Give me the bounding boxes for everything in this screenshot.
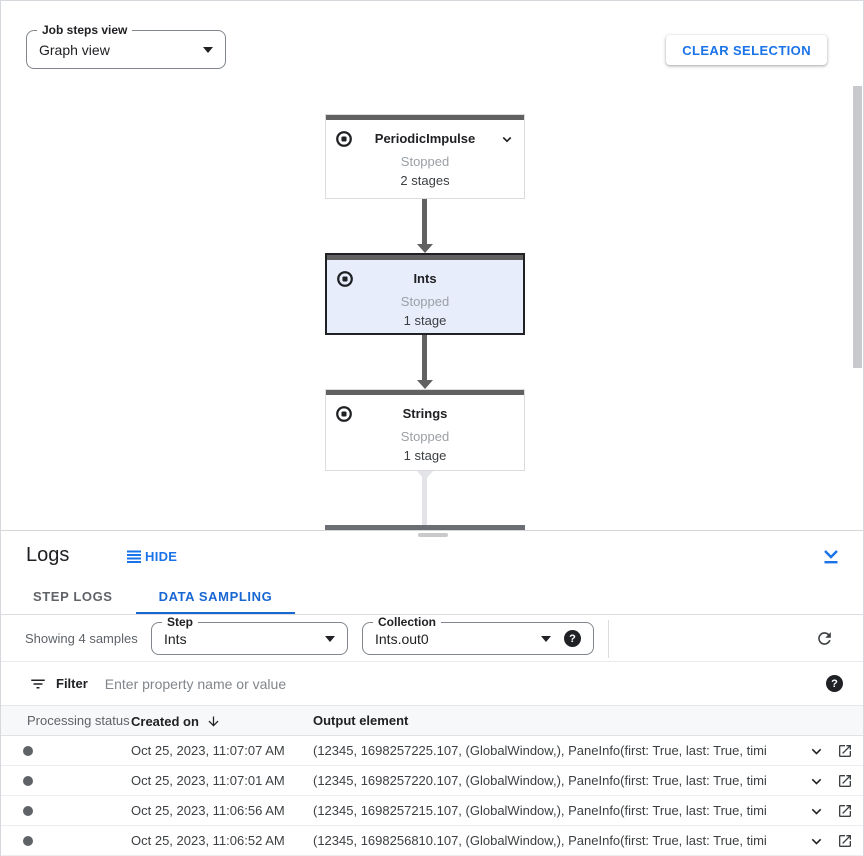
node-title: Strings bbox=[402, 406, 448, 421]
tab-step-logs[interactable]: STEP LOGS bbox=[33, 589, 113, 604]
filter-input[interactable] bbox=[104, 675, 826, 692]
sample-row[interactable]: Oct 25, 2023, 11:06:52 AM (12345, 169825… bbox=[1, 826, 863, 856]
created-on-cell: Oct 25, 2023, 11:06:56 AM bbox=[131, 803, 285, 818]
sample-row[interactable]: Oct 25, 2023, 11:07:07 AM (12345, 169825… bbox=[1, 736, 863, 766]
node-top-bar bbox=[327, 255, 523, 260]
output-element-cell: (12345, 1698257215.107, (GlobalWindow,),… bbox=[313, 803, 767, 818]
column-header-created-on[interactable]: Created on bbox=[131, 706, 221, 736]
stop-circle-icon bbox=[335, 130, 353, 148]
stop-circle-icon bbox=[336, 270, 354, 288]
created-on-cell: Oct 25, 2023, 11:06:52 AM bbox=[131, 833, 285, 848]
sampling-toolbar: Showing 4 samples Step Ints Collection I… bbox=[1, 615, 863, 662]
graph-node-periodicimpulse[interactable]: PeriodicImpulse Stopped 2 stages bbox=[325, 114, 525, 199]
sample-row[interactable]: Oct 25, 2023, 11:07:01 AM (12345, 169825… bbox=[1, 766, 863, 796]
column-header-output-element: Output element bbox=[313, 713, 409, 728]
hide-logs-label: HIDE bbox=[145, 548, 178, 564]
status-dot-icon bbox=[23, 776, 33, 786]
dropdown-arrow-icon bbox=[325, 635, 335, 642]
graph-scrollbar[interactable] bbox=[852, 86, 863, 530]
job-steps-view-value: Graph view bbox=[39, 41, 110, 58]
filter-bar: Filter ? bbox=[1, 662, 863, 706]
open-in-new-button[interactable] bbox=[837, 803, 853, 819]
pipeline-graph: PeriodicImpulse Stopped 2 stages Ints St… bbox=[1, 86, 863, 530]
status-dot-icon bbox=[23, 806, 33, 816]
output-element-cell: (12345, 1698257220.107, (GlobalWindow,),… bbox=[313, 773, 767, 788]
sample-count-text: Showing 4 samples bbox=[25, 631, 138, 646]
sample-row[interactable]: Oct 25, 2023, 11:06:56 AM (12345, 169825… bbox=[1, 796, 863, 826]
collection-select-value: Ints.out0 bbox=[375, 630, 429, 647]
collection-select-label: Collection bbox=[373, 615, 442, 629]
logs-tab-bar: STEP LOGS DATA SAMPLING bbox=[1, 579, 863, 615]
step-select[interactable]: Step Ints bbox=[151, 615, 348, 655]
node-status: Stopped bbox=[400, 154, 450, 169]
help-icon[interactable]: ? bbox=[564, 630, 581, 647]
job-view-toolbar: Job steps view Graph view CLEAR SELECTIO… bbox=[1, 1, 863, 86]
refresh-icon bbox=[815, 629, 834, 648]
graph-edge bbox=[422, 471, 427, 525]
stop-circle-icon bbox=[335, 405, 353, 423]
created-on-cell: Oct 25, 2023, 11:07:07 AM bbox=[131, 743, 285, 758]
node-top-bar bbox=[326, 115, 524, 120]
column-header-processing-status: Processing status bbox=[27, 713, 130, 728]
output-element-cell: (12345, 1698256810.107, (GlobalWindow,),… bbox=[313, 833, 767, 848]
node-stage-count: 1 stage bbox=[403, 448, 447, 463]
hide-logs-icon bbox=[127, 550, 142, 563]
expand-row-button[interactable] bbox=[807, 742, 826, 761]
help-icon[interactable]: ? bbox=[826, 675, 843, 692]
edge-arrowhead-icon bbox=[417, 244, 433, 253]
graph-edge bbox=[422, 199, 427, 244]
expand-row-button[interactable] bbox=[807, 772, 826, 791]
expand-row-button[interactable] bbox=[807, 802, 826, 821]
expand-row-button[interactable] bbox=[807, 832, 826, 851]
graph-node-strings[interactable]: Strings Stopped 1 stage bbox=[325, 389, 525, 471]
open-in-new-button[interactable] bbox=[837, 773, 853, 789]
graph-node-ints[interactable]: Ints Stopped 1 stage bbox=[325, 253, 525, 335]
open-in-new-button[interactable] bbox=[837, 743, 853, 759]
output-element-cell: (12345, 1698257225.107, (GlobalWindow,),… bbox=[313, 743, 767, 758]
graph-edge bbox=[422, 335, 427, 380]
status-dot-icon bbox=[23, 836, 33, 846]
node-stage-count: 1 stage bbox=[403, 313, 447, 328]
node-title: PeriodicImpulse bbox=[374, 131, 476, 146]
graph-scrollbar-thumb[interactable] bbox=[853, 86, 862, 368]
step-select-label: Step bbox=[162, 615, 199, 629]
hide-logs-button[interactable]: HIDE bbox=[127, 544, 177, 568]
logs-header: Logs HIDE bbox=[1, 531, 863, 579]
created-on-cell: Oct 25, 2023, 11:07:01 AM bbox=[131, 773, 285, 788]
refresh-button[interactable] bbox=[814, 628, 835, 649]
graph-node-partial bbox=[325, 525, 525, 530]
collapse-panel-icon bbox=[821, 545, 841, 567]
filter-icon bbox=[29, 675, 47, 693]
node-stage-count: 2 stages bbox=[400, 173, 450, 188]
collection-select[interactable]: Collection Ints.out0 ? bbox=[362, 615, 594, 655]
clear-selection-button[interactable]: CLEAR SELECTION bbox=[666, 35, 827, 65]
job-steps-view-label: Job steps view bbox=[37, 23, 133, 37]
collapse-panel-button[interactable] bbox=[819, 543, 843, 569]
logs-panel: Logs HIDE STEP LOGS DATA SAMPLING Showin… bbox=[1, 530, 863, 856]
dropdown-arrow-icon bbox=[541, 635, 551, 642]
step-select-value: Ints bbox=[164, 630, 187, 647]
dropdown-arrow-icon bbox=[203, 46, 213, 53]
edge-arrowhead-icon bbox=[417, 380, 433, 389]
panel-drag-handle[interactable] bbox=[418, 533, 448, 537]
job-steps-view-select[interactable]: Job steps view Graph view bbox=[26, 23, 226, 69]
chevron-down-icon[interactable] bbox=[498, 130, 516, 148]
node-status: Stopped bbox=[400, 294, 450, 309]
logs-panel-title: Logs bbox=[26, 544, 70, 566]
sort-descending-icon[interactable] bbox=[206, 714, 221, 729]
filter-label: Filter bbox=[56, 676, 88, 691]
node-title: Ints bbox=[413, 271, 437, 286]
status-dot-icon bbox=[23, 746, 33, 756]
toolbar-divider bbox=[608, 620, 609, 658]
open-in-new-button[interactable] bbox=[837, 833, 853, 849]
node-top-bar bbox=[326, 390, 524, 395]
samples-table-header: Processing status Created on Output elem… bbox=[1, 706, 863, 736]
node-status: Stopped bbox=[400, 429, 450, 444]
tab-data-sampling[interactable]: DATA SAMPLING bbox=[135, 579, 296, 614]
